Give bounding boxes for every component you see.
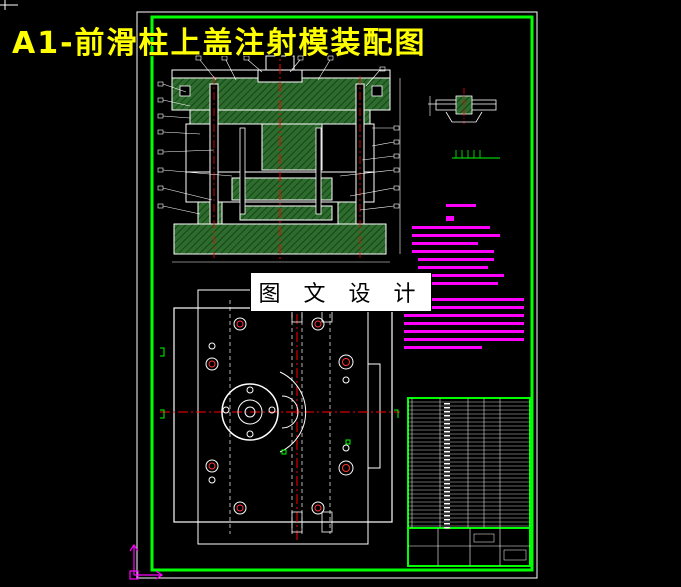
drawing-title: A1-前滑柱上盖注射模装配图 bbox=[12, 26, 427, 61]
ucs-icon bbox=[129, 543, 164, 580]
title-block bbox=[407, 397, 531, 567]
watermark-stamp: 图 文 设 计 bbox=[250, 272, 432, 312]
plan-view bbox=[160, 289, 400, 545]
sheet-outer-border bbox=[136, 11, 538, 579]
technical-notes bbox=[404, 204, 524, 349]
main-section-view bbox=[171, 46, 401, 263]
part-callouts bbox=[157, 55, 400, 215]
detail-view bbox=[428, 88, 500, 159]
sheet-inner-frame bbox=[150, 15, 534, 572]
